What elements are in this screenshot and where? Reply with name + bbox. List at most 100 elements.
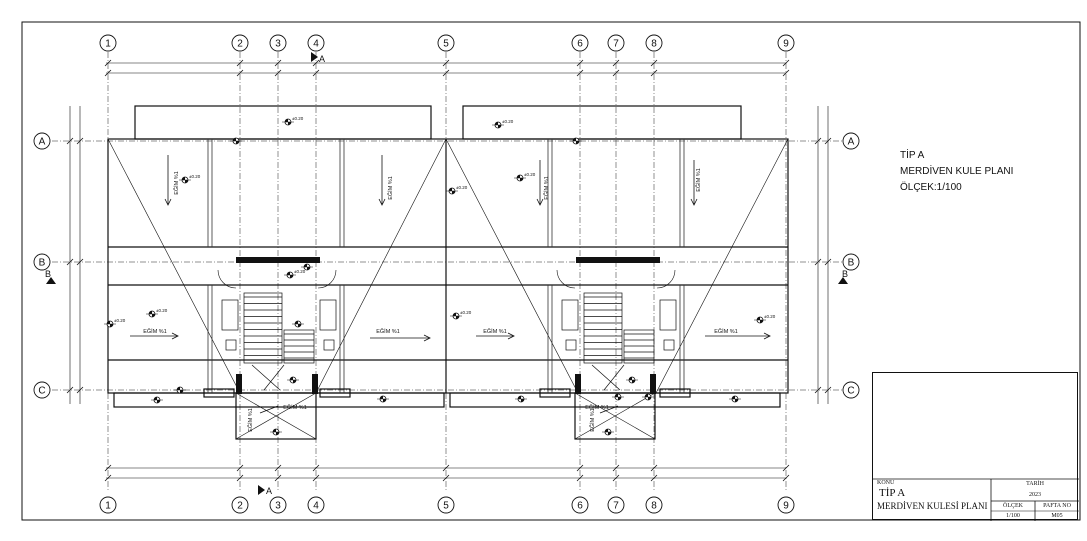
grid-bubble-bottom-5: 5 bbox=[437, 496, 455, 514]
tarih-label: TARİH bbox=[1026, 481, 1044, 487]
grid-bubble-bottom-6: 6 bbox=[571, 496, 589, 514]
pafta-label: PAFTA NO bbox=[1043, 503, 1071, 509]
grid-bubble-label: 1 bbox=[105, 501, 111, 512]
sheet-border bbox=[21, 21, 1081, 521]
slope-label: EĞİM %1 bbox=[387, 176, 394, 200]
konu-line1: TİP A bbox=[879, 487, 906, 499]
grid-bubble-label: 4 bbox=[313, 39, 319, 50]
level-marker: ±0.20 bbox=[282, 116, 304, 126]
level-marker: ±0.20 bbox=[146, 308, 168, 318]
level-marker: ±0.20 bbox=[179, 174, 201, 184]
grid-bubble-top-5: 5 bbox=[437, 34, 455, 52]
title-block-table: KONU TİP A MERDİVEN KULESİ PLANI TARİH 2… bbox=[872, 372, 1079, 521]
olcek-value: 1/100 bbox=[1006, 513, 1020, 519]
grid-bubble-bottom-9: 9 bbox=[777, 496, 795, 514]
level-marker: ±0.20 bbox=[284, 269, 306, 279]
level-marker bbox=[642, 393, 654, 401]
grid-bubble-top-9: 9 bbox=[777, 34, 795, 52]
tarih-value: 2023 bbox=[1029, 492, 1041, 498]
grid-bubble-bottom-2: 2 bbox=[231, 496, 249, 514]
slope-label: EĞİM %1 bbox=[695, 168, 702, 192]
slope-labels: EĞİM %1 EĞİM %1 EĞİM %1 EĞİM %1 EĞİM %1 EĞİM … bbox=[143, 168, 738, 432]
level-marker bbox=[626, 376, 638, 384]
grid-bubble-label: 8 bbox=[651, 501, 657, 512]
dimension-ticks bbox=[66, 59, 832, 482]
level-label: ±0.20 bbox=[156, 308, 168, 313]
grid-bubble-top-1: 1 bbox=[99, 34, 117, 52]
slope-diagonals bbox=[107, 138, 789, 440]
level-marker bbox=[515, 395, 527, 403]
level-marker bbox=[377, 395, 389, 403]
grid-bubble-label: A bbox=[848, 137, 855, 148]
slope-label: EĞİM %1 bbox=[283, 404, 307, 411]
grid-bubble-label: 6 bbox=[577, 39, 583, 50]
slope-label: EĞİM %1 bbox=[543, 176, 550, 200]
grid-bubble-label: 9 bbox=[783, 501, 789, 512]
grid-bubble-label: C bbox=[847, 386, 854, 397]
section-marker-top: A bbox=[319, 54, 325, 64]
sheet-title: TİP A MERDİVEN KULE PLANI ÖLÇEK:1/100 bbox=[900, 148, 1013, 196]
grid-bubble-bottom-8: 8 bbox=[645, 496, 663, 514]
konu-line2: MERDİVEN KULESİ PLANI bbox=[877, 501, 988, 511]
grid-bubble-label: A bbox=[39, 137, 46, 148]
grid-bubble-left-B: B bbox=[33, 253, 51, 271]
grid-bubble-label: 8 bbox=[651, 39, 657, 50]
level-markers: ±0.20 ±0.20 ±0.20 ±0.20 ±0.20 ±0.20 ±0.20 ±0.20… bbox=[104, 116, 776, 436]
dimension-lines bbox=[69, 62, 829, 479]
level-marker bbox=[612, 393, 624, 401]
slope-label: EĞİM %1 bbox=[143, 328, 167, 335]
grid-bubble-right-C: C bbox=[842, 381, 860, 399]
grid-bubble-label: 4 bbox=[313, 501, 319, 512]
level-marker: ±0.20 bbox=[492, 119, 514, 129]
level-marker bbox=[602, 428, 614, 436]
level-marker bbox=[729, 395, 741, 403]
slope-label: EĞİM %1 bbox=[483, 328, 507, 335]
level-marker: ±0.20 bbox=[446, 185, 468, 195]
grid-bubble-bottom-3: 3 bbox=[269, 496, 287, 514]
grid-bubble-bottom-7: 7 bbox=[607, 496, 625, 514]
grid-bubble-right-B: B bbox=[842, 253, 860, 271]
grid-lines bbox=[52, 52, 842, 492]
level-label: ±0.20 bbox=[764, 314, 776, 319]
level-marker bbox=[230, 137, 242, 145]
level-label: ±0.20 bbox=[189, 174, 201, 179]
grid-bubble-right-A: A bbox=[842, 132, 860, 150]
grid-bubble-bottom-4: 4 bbox=[307, 496, 325, 514]
stair-cores bbox=[221, 292, 677, 391]
level-marker bbox=[301, 263, 313, 271]
level-marker bbox=[270, 428, 282, 436]
section-markers: A A B B bbox=[45, 52, 848, 496]
level-label: ±0.20 bbox=[114, 318, 126, 323]
sheet-title-line2: MERDİVEN KULE PLANI bbox=[900, 166, 1014, 177]
grid-bubble-top-2: 2 bbox=[231, 34, 249, 52]
section-marker-left: B bbox=[45, 269, 51, 279]
level-marker: ±0.20 bbox=[450, 310, 472, 320]
grid-bubble-label: B bbox=[848, 258, 855, 269]
grid-bubble-label: C bbox=[38, 386, 45, 397]
grid-bubble-top-6: 6 bbox=[571, 34, 589, 52]
grid-bubble-label: 3 bbox=[275, 501, 281, 512]
grid-bubble-top-4: 4 bbox=[307, 34, 325, 52]
slope-label: EĞİM %1 bbox=[585, 404, 609, 411]
door-swings bbox=[217, 269, 676, 289]
grid-bubble-label: 7 bbox=[613, 39, 619, 50]
level-label: ±0.20 bbox=[292, 116, 304, 121]
grid-bubble-label: 7 bbox=[613, 501, 619, 512]
partition-walls bbox=[207, 139, 685, 393]
grid-bubble-top-7: 7 bbox=[607, 34, 625, 52]
grid-bubble-left-C: C bbox=[33, 381, 51, 399]
core-walls bbox=[236, 257, 660, 394]
section-marker-right: B bbox=[842, 269, 848, 279]
level-label: ±0.20 bbox=[502, 119, 514, 124]
title-block-lines bbox=[873, 478, 1079, 521]
slope-arrows bbox=[130, 155, 771, 414]
sheet-title-line3: ÖLÇEK:1/100 bbox=[900, 182, 962, 193]
grid-bubble-top-8: 8 bbox=[645, 34, 663, 52]
slope-label: EĞİM %1 bbox=[247, 408, 254, 432]
slope-label: EĞİM %1 bbox=[714, 328, 738, 335]
pafta-value: M05 bbox=[1051, 513, 1063, 519]
sheet-title-line1: TİP A bbox=[900, 150, 925, 161]
slope-label: EĞİM %1 bbox=[173, 171, 180, 195]
level-marker bbox=[570, 137, 582, 145]
